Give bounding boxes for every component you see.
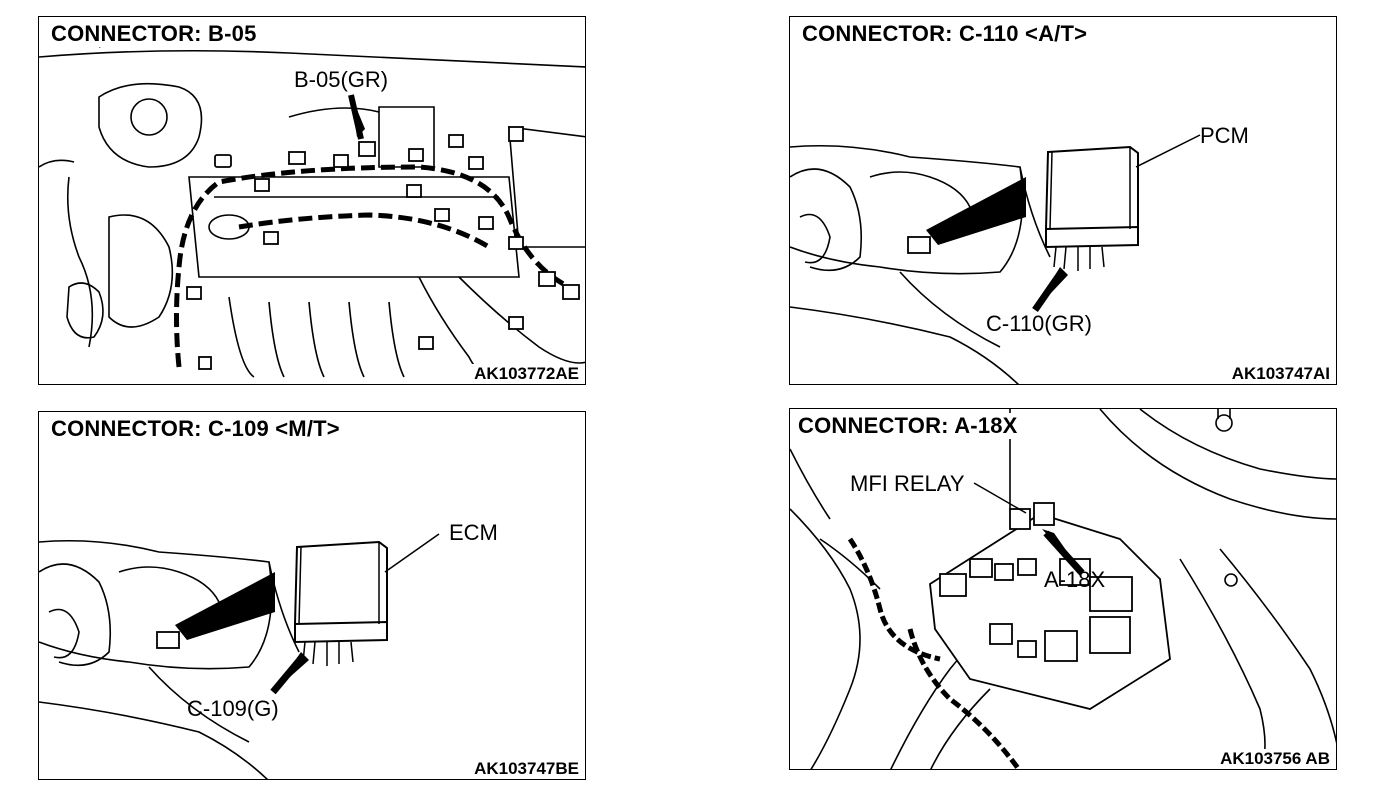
figure-code: AK103772AE bbox=[472, 364, 581, 384]
dashboard-pcm-illustration bbox=[790, 134, 1201, 384]
panel-title: CONNECTOR: C-110 <A/T> bbox=[800, 21, 1090, 47]
figure-code: AK103756 AB bbox=[1218, 749, 1332, 769]
connector-callout: A-18X bbox=[1044, 567, 1106, 592]
mfi-relay-label: MFI RELAY bbox=[850, 471, 965, 496]
panel-title: CONNECTOR: A-18X bbox=[796, 413, 1020, 439]
connector-callout: C-109(G) bbox=[187, 696, 279, 721]
engine-bay-illustration bbox=[39, 37, 585, 384]
panel-title: CONNECTOR: C-109 <M/T> bbox=[49, 416, 342, 442]
connector-panel-c109: CONNECTOR: C-109 <M/T> ECM C-109(G) AK10… bbox=[38, 411, 586, 780]
connector-panel-b05: CONNECTOR: B-05 B-05(GR) AK103772AE bbox=[38, 16, 586, 385]
figure-code: AK103747BE bbox=[472, 759, 581, 779]
connector-panel-a18x: CONNECTOR: A-18X MFI RELAY A-18X AK10375… bbox=[789, 408, 1337, 770]
figure-code: AK103747AI bbox=[1229, 364, 1332, 384]
panel-title: CONNECTOR: B-05 bbox=[49, 21, 259, 47]
connector-callout: B-05(GR) bbox=[294, 67, 389, 92]
pcm-label: PCM bbox=[1200, 123, 1249, 148]
ecm-label: ECM bbox=[449, 520, 498, 545]
dashboard-ecm-illustration bbox=[39, 533, 440, 779]
connector-callout: C-110(GR) bbox=[986, 311, 1092, 336]
connector-panel-c110: CONNECTOR: C-110 <A/T> PCM C-110(GR) AK1… bbox=[789, 16, 1337, 385]
